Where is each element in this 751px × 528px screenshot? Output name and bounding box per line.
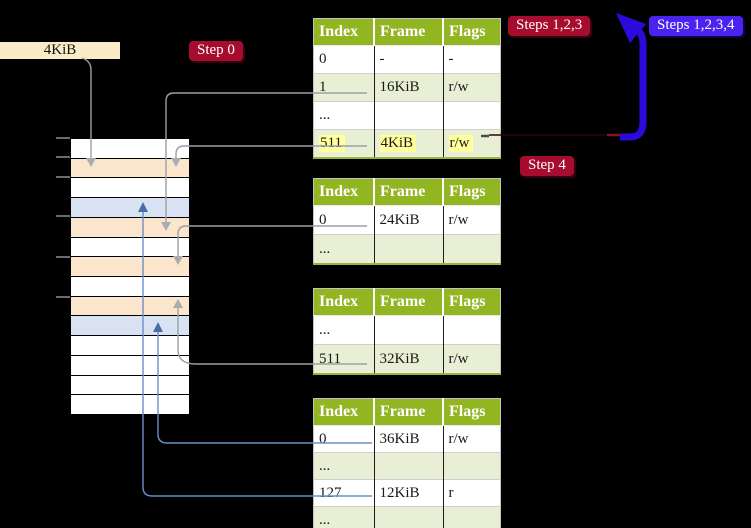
table-cell: 1 (313, 73, 375, 102)
table-cell (443, 234, 501, 265)
column-header: Frame (374, 18, 444, 46)
table-cell: - (443, 45, 501, 74)
table-row: ... (313, 234, 501, 265)
column-header: Index (313, 398, 375, 426)
memory-frame-white (71, 375, 189, 396)
memory-frame-white (71, 237, 189, 258)
table-row: 0-- (313, 45, 501, 74)
page-size-label: 4KiB (0, 42, 120, 59)
table-cell: r/w (443, 425, 501, 453)
table-row: ... (313, 506, 501, 528)
memory-frame-blue (71, 198, 189, 218)
step-0-badge: Step 0 (189, 41, 243, 61)
table-cell: r/w (443, 129, 501, 159)
column-header: Flags (443, 398, 501, 426)
memory-frame-white (71, 355, 189, 376)
table-row: ... (313, 101, 501, 130)
table-cell: 32KiB (374, 344, 444, 375)
physical-memory-stack (70, 138, 190, 415)
steps-123-badge: Steps 1,2,3 (508, 16, 591, 36)
recursive-arrow (616, 13, 647, 141)
step-4-badge: Step 4 (520, 156, 574, 176)
table-cell (443, 452, 501, 480)
table-cell (374, 452, 444, 480)
table-cell: ... (313, 315, 375, 345)
highlighted-value: r/w (448, 135, 473, 152)
table-cell: 0 (313, 425, 375, 453)
memory-frame-peach (71, 217, 189, 238)
table-cell: 12KiB (374, 479, 444, 507)
table-cell: 0 (313, 45, 375, 74)
highlighted-value: 511 (319, 135, 345, 152)
table-cell (374, 506, 444, 528)
column-header: Frame (374, 288, 444, 316)
table-cell (443, 315, 501, 345)
column-header: Frame (374, 178, 444, 206)
memory-frame-peach (71, 257, 189, 278)
column-header: Flags (443, 18, 501, 46)
memory-tick-marks (56, 137, 70, 298)
table-cell: ... (313, 506, 375, 528)
column-header: Index (313, 18, 375, 46)
table-cell: - (374, 45, 444, 74)
table-row: 511 4KiB r/w (313, 129, 501, 159)
table-cell (374, 234, 444, 265)
table-cell: 511 (313, 344, 375, 375)
column-header: Index (313, 288, 375, 316)
table-row: ... (313, 315, 501, 345)
table-cell: 16KiB (374, 73, 444, 102)
table-cell: 24KiB (374, 205, 444, 235)
column-header: Flags (443, 288, 501, 316)
column-header: Flags (443, 178, 501, 206)
table-cell: r/w (443, 205, 501, 235)
table-cell: ... (313, 234, 375, 265)
table-cell: 127 (313, 479, 375, 507)
table-cell: 4KiB (374, 129, 444, 159)
table-cell: 511 (313, 129, 375, 159)
table-row: ... (313, 452, 501, 480)
memory-frame-white (71, 336, 189, 356)
table-cell (374, 315, 444, 345)
memory-frame-peach (71, 158, 189, 179)
table-cell (374, 101, 444, 130)
table-cell: r/w (443, 73, 501, 102)
table-cell: r/w (443, 344, 501, 375)
table-cell (443, 101, 501, 130)
column-header: Index (313, 178, 375, 206)
table-cell: ... (313, 452, 375, 480)
highlighted-value: 4KiB (379, 135, 417, 152)
table-cell: ... (313, 101, 375, 130)
table-cell: r (443, 479, 501, 507)
table-cell: 36KiB (374, 425, 444, 453)
memory-frame-peach (71, 296, 189, 317)
memory-frame-white (71, 178, 189, 199)
table-cell: 0 (313, 205, 375, 235)
memory-frame-white (71, 395, 189, 415)
recursive-arrow-tail (481, 133, 621, 138)
table-cell (443, 506, 501, 528)
memory-frame-white (71, 139, 189, 159)
memory-frame-white (71, 277, 189, 297)
steps-1234-badge: Steps 1,2,3,4 (649, 16, 743, 36)
memory-frame-blue (71, 316, 189, 337)
column-header: Frame (374, 398, 444, 426)
